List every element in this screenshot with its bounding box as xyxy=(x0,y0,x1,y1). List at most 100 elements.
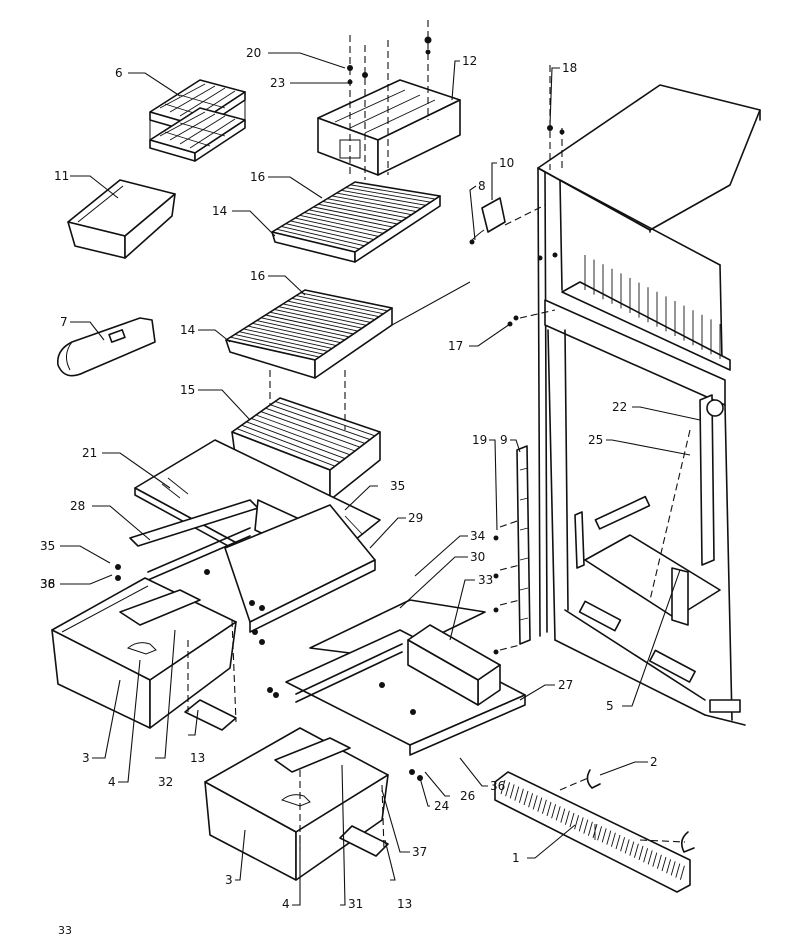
grille-vent xyxy=(500,779,506,795)
callout-30: 30 xyxy=(470,550,485,564)
hatch-line xyxy=(236,428,336,467)
callout-15: 15 xyxy=(180,383,195,397)
grille-vent xyxy=(624,839,630,854)
callout-13-right: 13 xyxy=(397,897,412,911)
part-dairy-cover xyxy=(56,317,156,377)
grille-vent xyxy=(532,795,538,810)
hatch-line xyxy=(318,203,403,222)
callout-6: 6 xyxy=(115,66,123,80)
callout-17: 17 xyxy=(448,339,463,353)
grille-vent xyxy=(606,830,612,845)
grille-vent xyxy=(587,821,593,836)
part-refrigerator-cabinet xyxy=(537,84,761,726)
callout-24: 24 xyxy=(434,799,449,813)
hatch-line xyxy=(341,189,426,206)
grille-vent xyxy=(505,782,511,797)
hatch-line xyxy=(296,295,384,315)
part-crisper-frame-lower xyxy=(285,599,526,756)
part-toe-grille xyxy=(494,771,691,893)
callout-16-upper: 16 xyxy=(250,170,265,184)
hatch-line xyxy=(234,334,324,355)
grille-vent xyxy=(679,865,685,880)
callout-8: 8 xyxy=(478,179,486,193)
hatch-line xyxy=(239,331,328,352)
grille-vent xyxy=(670,861,676,876)
grille-vent xyxy=(518,788,524,803)
grille-vent xyxy=(509,784,515,799)
callout-2: 2 xyxy=(650,755,658,769)
grille-vent xyxy=(597,826,603,841)
hatch-line xyxy=(287,300,375,320)
hatch-line xyxy=(291,297,380,318)
callout-29: 29 xyxy=(408,511,423,525)
part-freezer-bin xyxy=(67,179,176,259)
callout-27: 27 xyxy=(558,678,573,692)
grille-vent xyxy=(583,819,589,834)
grille-vent xyxy=(675,863,681,878)
hatch-line xyxy=(246,421,346,460)
hatch-line xyxy=(251,417,351,456)
hatch-line xyxy=(276,228,360,250)
part-grille-clip-lower xyxy=(680,831,695,853)
part-crisper-drawer-upper xyxy=(51,577,237,729)
callout-37: 37 xyxy=(412,845,427,859)
callout-19: 19 xyxy=(472,433,487,447)
callout-36-right: 36 xyxy=(490,779,505,793)
callout-31: 31 xyxy=(348,897,363,911)
callout-1: 1 xyxy=(512,851,520,865)
grille-vent xyxy=(652,852,658,867)
callout-4-upper: 4 xyxy=(108,775,116,789)
hatch-line xyxy=(275,400,376,437)
fasteners xyxy=(115,36,565,781)
part-ice-cube-trays xyxy=(149,79,246,162)
callout-11: 11 xyxy=(54,169,69,183)
grille-vent xyxy=(528,793,534,808)
hatch-line xyxy=(345,187,431,203)
part-grille-clip-upper xyxy=(586,769,601,789)
hatch-line xyxy=(299,214,384,234)
callout-35-upper: 35 xyxy=(390,479,405,493)
hatch-line xyxy=(241,424,341,463)
grille-vent xyxy=(551,804,557,819)
hatch-line xyxy=(331,195,417,212)
grille-vent xyxy=(661,856,667,872)
hatch-line xyxy=(256,320,346,341)
callout-18: 18 xyxy=(562,61,577,75)
callout-14-lower: 14 xyxy=(180,323,195,337)
grille-vent xyxy=(610,832,616,847)
leader-lines xyxy=(60,52,701,906)
hatch-line xyxy=(304,212,389,231)
hatch-line xyxy=(270,404,371,441)
callout-36-left: 36 xyxy=(40,577,55,591)
hatch-line xyxy=(294,217,379,237)
callout-10: 10 xyxy=(499,156,514,170)
grille-vent xyxy=(666,859,672,874)
part-upper-wire-shelf xyxy=(271,181,441,263)
hatch-line xyxy=(322,201,408,219)
grille-vent xyxy=(643,848,649,863)
hatch-line xyxy=(247,325,337,346)
hatch-line xyxy=(265,314,354,335)
grille-vent xyxy=(564,810,570,825)
hatch-line xyxy=(285,223,370,244)
callout-32: 32 xyxy=(158,775,173,789)
grille-vent xyxy=(514,786,520,801)
callout-33: 33 xyxy=(478,573,493,587)
hatch-line xyxy=(336,192,422,209)
hatch-line xyxy=(300,292,388,312)
callout-14-upper: 14 xyxy=(212,204,227,218)
hatch-line xyxy=(278,306,367,326)
part-light-bulb-cover xyxy=(469,197,506,245)
hatch-line xyxy=(308,209,393,228)
hatch-line xyxy=(265,407,366,444)
part-crisper-drawer-lower xyxy=(204,727,389,881)
hatch-line xyxy=(313,206,398,225)
part-ice-tray-support xyxy=(317,79,461,176)
part-crisper-frame-upper xyxy=(129,499,376,633)
grille-vent xyxy=(569,812,575,828)
grille-vent xyxy=(601,828,607,843)
grille-vent xyxy=(647,850,653,865)
grille-vent xyxy=(656,854,662,869)
callout-5: 5 xyxy=(606,699,614,713)
